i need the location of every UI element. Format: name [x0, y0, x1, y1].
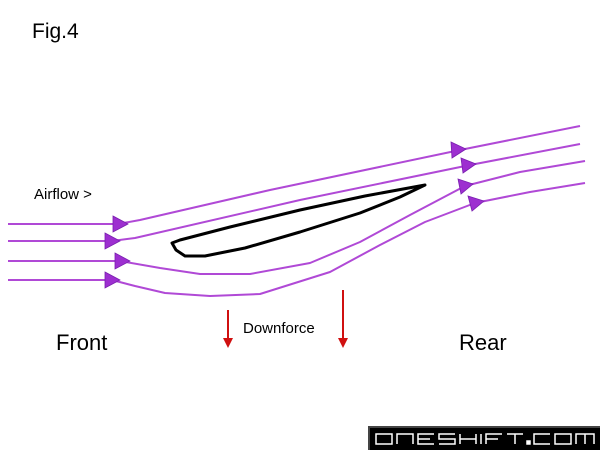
arrow-right-icon [457, 178, 474, 195]
arrow-right-icon [104, 271, 121, 289]
arrow-right-icon [104, 232, 121, 250]
arrow-right-icon [467, 195, 485, 212]
oneshift-logo-mark [375, 433, 595, 445]
figure-title: Fig.4 [32, 20, 79, 43]
oneshift-logo [368, 426, 600, 450]
arrow-right-icon [450, 141, 467, 159]
arrow-right-icon [112, 215, 129, 233]
airflow-line-2 [8, 143, 581, 242]
front-label: Front [56, 330, 108, 355]
downforce-label: Downforce [243, 320, 315, 337]
arrow-right-icon [460, 157, 477, 174]
arrow-right-icon [114, 252, 131, 270]
wing-profile [170, 183, 427, 258]
airflow-label: Airflow > [34, 186, 92, 203]
airflow-line-3 [8, 160, 586, 275]
rear-label: Rear [459, 330, 507, 355]
airflow-line-1 [8, 125, 581, 225]
